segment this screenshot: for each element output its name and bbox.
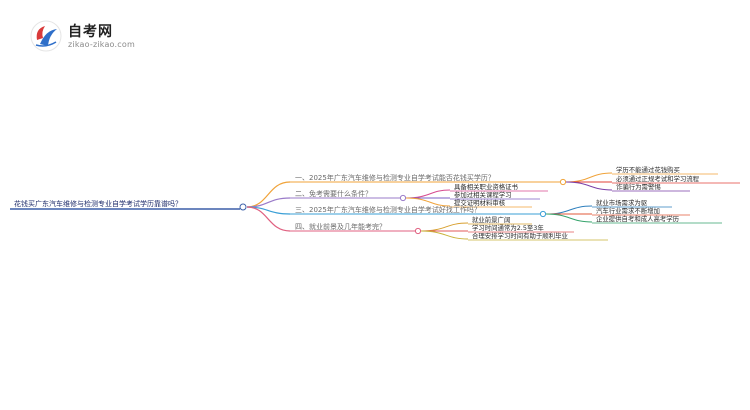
root-label: 花钱买广东汽车维修与检测专业自学考试学历靠谱吗？: [14, 199, 182, 208]
leaf-label-1-2: 必须通过正规考试和学习流程: [616, 174, 700, 183]
leaf-node-2-3[interactable]: 提交证明材料审核: [450, 198, 532, 208]
branch-expand-dot-4[interactable]: [414, 227, 422, 235]
site-logo[interactable]: 自考网 zikao-zikao.com: [30, 20, 150, 52]
root-node[interactable]: 花钱买广东汽车维修与检测专业自学考试学历靠谱吗？: [10, 199, 247, 211]
logo-title: 自考网: [68, 24, 113, 40]
leaf-label-3-3: 企业提供自考和成人高考学历: [596, 214, 680, 223]
connector-branch-1: [246, 181, 291, 208]
leaf-label-4-1: 就业前景广阔: [472, 215, 510, 224]
leaf-node-1-3[interactable]: 诈骗行为需警惕: [612, 182, 690, 192]
connector-leaf-3-3: [545, 213, 593, 223]
connector-leaf-1-1: [565, 172, 613, 183]
leaf-label-2-1: 具备相关职业资格证书: [454, 182, 519, 191]
leaf-label-2-2: 参加过相关课程学习: [454, 190, 512, 199]
branch-expand-dot-2[interactable]: [399, 194, 407, 202]
leaf-node-3-2[interactable]: 汽车行业需求不断增加: [592, 206, 690, 216]
leaf-label-2-3: 提交证明材料审核: [454, 198, 506, 207]
leaf-node-4-1[interactable]: 就业前景广阔: [468, 215, 532, 225]
branch-node-4[interactable]: 四、就业前景及几年能考完？: [290, 222, 422, 235]
connector-leaf-2-3: [405, 197, 451, 207]
leaf-node-4-3[interactable]: 合理安排学习时间有助于顺利毕业: [468, 231, 608, 241]
leaf-node-2-2[interactable]: 参加过相关课程学习: [450, 190, 540, 200]
logo-url: zikao-zikao.com: [68, 40, 135, 49]
branch-node-1[interactable]: 一、2025年广东汽车维修与检测专业自学考试能否花钱买学历？: [290, 173, 567, 186]
root-expand-dot[interactable]: [239, 203, 247, 211]
leaf-label-3-1: 就业市场需求为驱: [596, 198, 648, 207]
root-connectors: [246, 181, 291, 232]
leaf-node-1-2[interactable]: 必须通过正规考试和学习流程: [612, 174, 740, 184]
connector-leaf-2-1: [405, 189, 451, 199]
leaf-node-3-3[interactable]: 企业提供自考和成人高考学历: [592, 214, 722, 224]
branch-label-1: 一、2025年广东汽车维修与检测专业自学考试能否花钱买学历？: [295, 173, 495, 182]
branch-2-connectors: [405, 189, 451, 207]
leaf-node-1-1[interactable]: 学历不能通过花钱购买: [612, 165, 718, 175]
leaf-label-4-2: 学习时间通常为2.5至3年: [472, 223, 544, 232]
branch-label-4: 四、就业前景及几年能考完？: [295, 222, 386, 231]
leaf-label-1-1: 学历不能通过花钱购买: [616, 165, 680, 174]
zikao-logo-icon: [30, 20, 62, 52]
connector-leaf-3-1: [545, 205, 593, 215]
leaf-label-4-3: 合理安排学习时间有助于顺利毕业: [472, 231, 568, 240]
connector-branch-4: [246, 206, 291, 232]
leaf-label-1-3: 诈骗行为需警惕: [616, 182, 661, 191]
branch-label-2: 二、免考需要什么条件？: [295, 189, 372, 198]
leaf-node-4-2[interactable]: 学习时间通常为2.5至3年: [468, 223, 574, 233]
connector-leaf-4-1: [420, 222, 469, 232]
branch-1-connectors: [565, 172, 613, 191]
branch-3-connectors: [545, 205, 593, 223]
branch-label-3: 三、2025年广东汽车维修与检测专业自学考试好找工作吗？: [295, 205, 481, 214]
connector-leaf-4-3: [420, 230, 469, 240]
leaf-node-3-1[interactable]: 就业市场需求为驱: [592, 198, 672, 208]
leaf-node-2-1[interactable]: 具备相关职业资格证书: [450, 182, 548, 192]
connector-leaf-1-3: [565, 181, 613, 191]
branch-expand-dot-3[interactable]: [539, 210, 547, 218]
branch-4-connectors: [420, 222, 469, 240]
branch-expand-dot-1[interactable]: [559, 178, 567, 186]
leaf-label-3-2: 汽车行业需求不断增加: [596, 206, 660, 215]
branch-node-3[interactable]: 三、2025年广东汽车维修与检测专业自学考试好找工作吗？: [290, 205, 547, 218]
branch-node-2[interactable]: 二、免考需要什么条件？: [290, 189, 407, 202]
